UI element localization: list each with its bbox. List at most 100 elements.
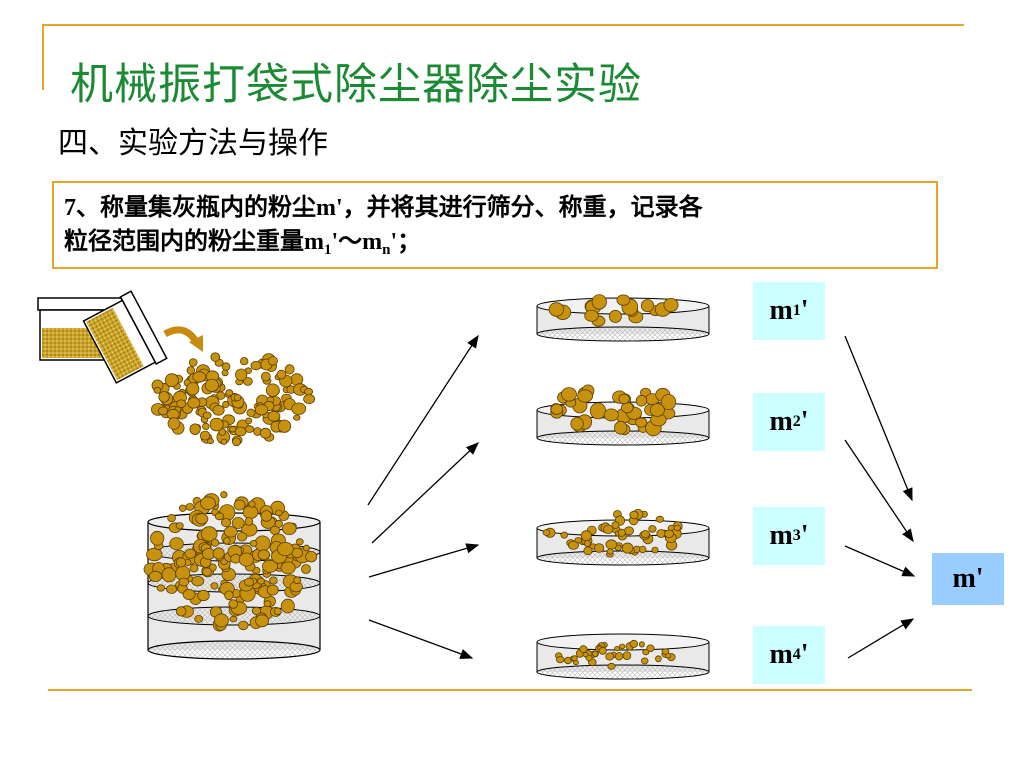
dust-particle — [150, 530, 165, 546]
dust-particle — [635, 417, 648, 428]
dust-particle — [276, 369, 287, 380]
dust-particle — [202, 567, 212, 577]
dust-particle — [639, 545, 647, 554]
dust-particle — [185, 503, 195, 511]
dust-particle — [251, 606, 262, 615]
dust-particle — [213, 613, 229, 628]
dust-particle — [584, 309, 599, 322]
dust-particle — [234, 426, 247, 437]
dust-particle — [189, 564, 199, 573]
dust-particle — [220, 491, 228, 499]
step-line-1-text: 、称量集灰瓶内的粉尘m'，并将其进行筛分、称重，记录各 — [76, 195, 703, 221]
dust-particle — [301, 564, 311, 574]
dust-particle — [606, 548, 614, 555]
sieve-stack-particles — [143, 491, 318, 632]
dust-particle — [293, 576, 302, 585]
dust-particle — [629, 510, 639, 520]
dust-particle — [607, 662, 616, 670]
dust-particle — [280, 598, 295, 614]
dust-particle — [231, 517, 245, 529]
dust-particle — [204, 378, 219, 392]
dust-particle — [218, 428, 227, 436]
dust-particle — [598, 646, 607, 655]
dust-particle — [192, 371, 207, 383]
dust-particle — [156, 584, 166, 592]
dust-particle — [197, 589, 210, 602]
dust-particle — [210, 582, 219, 590]
dust-particle — [223, 536, 231, 545]
dust-particle — [244, 517, 254, 526]
arrow-stack-to-tray-1 — [367, 334, 479, 506]
dust-particle — [305, 551, 318, 563]
dust-particle — [593, 543, 605, 553]
dust-particle — [167, 513, 176, 523]
sieve-tray-3 — [536, 519, 710, 566]
dust-particle — [228, 599, 239, 609]
dust-particle — [269, 576, 278, 585]
dust-particle — [232, 437, 241, 447]
dust-particle — [211, 538, 220, 547]
dust-particle — [261, 559, 278, 573]
dust-particle — [244, 425, 255, 433]
dust-particle — [233, 499, 246, 511]
dust-particle — [281, 522, 297, 535]
dust-particle — [555, 655, 565, 664]
section-heading: 四、实验方法与操作 — [58, 126, 328, 161]
dust-particle — [263, 600, 272, 607]
slide-title: 机械振打袋式除尘器除尘实验 — [70, 60, 642, 110]
dust-particle — [629, 639, 638, 648]
arrow-m1-to-total — [844, 335, 913, 502]
dust-particle — [208, 563, 217, 572]
dust-particle — [280, 561, 296, 575]
dust-particle — [548, 302, 565, 317]
step-line-2-prefix: 粒径范围内的粉尘重量m — [64, 229, 324, 255]
dust-particle — [157, 406, 169, 416]
step-line-2-subn: n — [382, 242, 391, 258]
dust-particle — [640, 299, 655, 313]
dust-particle — [249, 540, 258, 547]
dust-particle — [146, 547, 163, 562]
dust-particle — [642, 649, 650, 656]
dust-particle — [583, 546, 593, 556]
dust-particle — [176, 399, 187, 408]
tray-4-particles — [555, 639, 676, 670]
dust-particle — [570, 417, 584, 431]
dust-particle — [622, 651, 632, 660]
dust-particle — [267, 410, 281, 422]
dust-particle — [648, 525, 657, 533]
dust-particle — [655, 515, 664, 523]
dust-particle — [175, 557, 187, 568]
dust-particle — [605, 539, 618, 550]
dust-particle — [250, 360, 262, 371]
dust-particle — [561, 387, 577, 402]
dust-particle — [614, 420, 628, 435]
step-number: 7 — [64, 195, 76, 221]
left-frame-line — [42, 24, 44, 90]
dust-particle — [589, 402, 607, 420]
dust-particle — [646, 644, 655, 653]
dust-particle — [567, 540, 579, 550]
dust-particle — [603, 524, 614, 535]
dust-particle — [187, 397, 201, 409]
dust-particle — [614, 652, 624, 661]
dust-particle — [550, 403, 564, 415]
dust-particle — [655, 655, 662, 663]
dust-particle — [273, 607, 282, 616]
dust-particle — [592, 650, 599, 657]
dust-particle — [239, 357, 249, 366]
dust-particle — [618, 393, 630, 405]
dust-particle — [236, 532, 248, 542]
dust-particle — [195, 513, 209, 525]
dust-particle — [293, 414, 301, 421]
step-description-box: 7、称量集灰瓶内的粉尘m'，并将其进行筛分、称重，记录各 粒径范围内的粉尘重量m… — [52, 181, 938, 269]
dust-particle — [582, 652, 589, 658]
dust-particle — [245, 417, 253, 425]
arrow-m3-to-total — [844, 545, 916, 577]
dust-particle — [169, 537, 184, 551]
dust-particle — [178, 504, 187, 512]
dust-particle — [223, 526, 238, 538]
dust-particle — [184, 548, 197, 559]
dust-particle — [608, 309, 622, 323]
dust-particle — [664, 529, 674, 538]
